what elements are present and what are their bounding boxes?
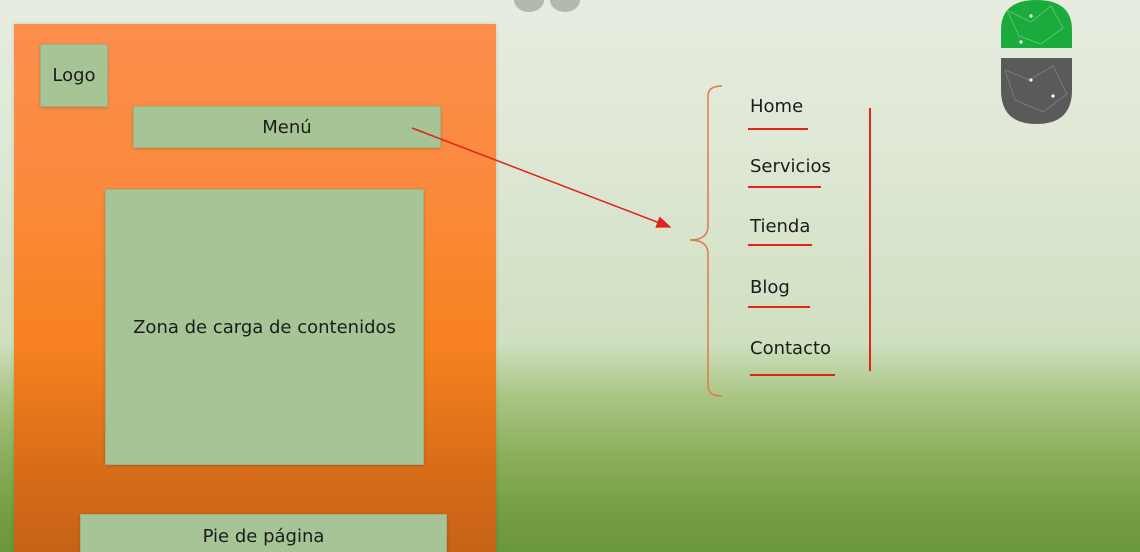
menu-item-blog-underline [748, 306, 810, 308]
menu-item-servicios-underline [748, 186, 821, 188]
menu-item-home: Home [750, 96, 804, 117]
menu-label: Menú [262, 116, 312, 138]
footer-block: Pie de página [80, 514, 447, 552]
content-area-block: Zona de carga de contenidos [105, 189, 424, 465]
curly-brace [689, 85, 723, 397]
menu-block: Menú [133, 106, 441, 148]
brand-logo [1001, 0, 1072, 124]
menu-item-home-underline [748, 128, 808, 130]
logo-block: Logo [40, 44, 108, 107]
menu-item-contacto-underline [750, 374, 835, 376]
menu-item-contacto: Contacto [750, 338, 832, 359]
copy-icon[interactable] [514, 0, 544, 12]
content-area-label: Zona de carga de contenidos [133, 316, 396, 338]
top-toolbar [514, 0, 580, 12]
logo-label: Logo [52, 65, 96, 86]
menu-item-tienda: Tienda [750, 216, 811, 237]
menu-item-blog: Blog [750, 277, 790, 298]
add-icon[interactable] [550, 0, 580, 12]
page-wireframe: Logo Menú Zona de carga de contenidos Pi… [14, 24, 496, 552]
menu-item-servicios: Servicios [750, 156, 831, 177]
menu-arrow [411, 127, 672, 228]
menu-item-tienda-underline [748, 244, 812, 246]
footer-label: Pie de página [202, 525, 325, 547]
